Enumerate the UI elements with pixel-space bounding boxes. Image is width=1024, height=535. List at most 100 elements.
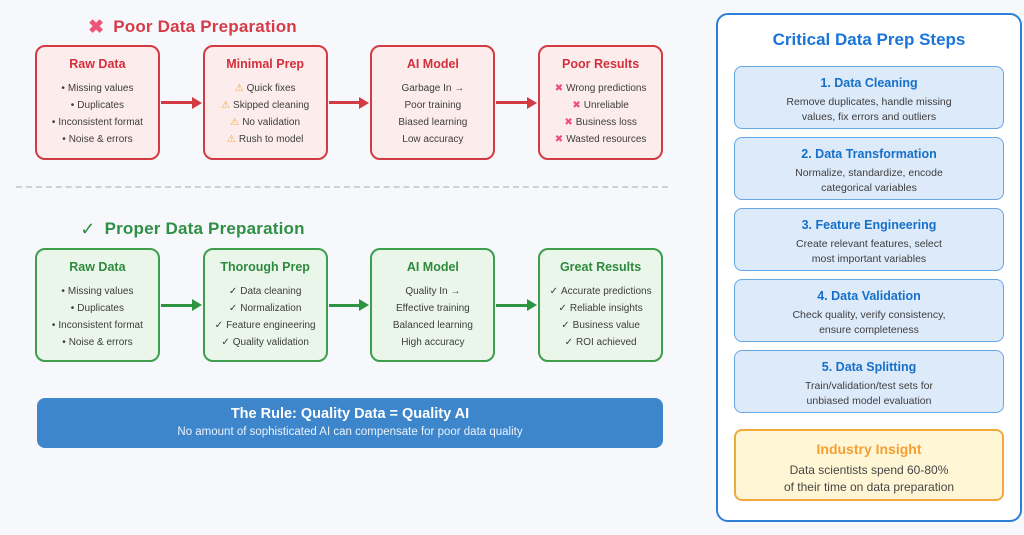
warning-icon [230,114,239,131]
list-item: Biased learning [398,117,468,128]
critical-steps-panel: Critical Data Prep Steps 1. Data Cleanin… [716,13,1022,522]
bullet-icon [62,334,66,351]
check-icon [561,317,569,334]
dashed-divider [16,186,668,188]
list-item: Normalization [205,300,326,317]
bullet-icon [62,131,66,148]
box-title: Great Results [559,260,642,274]
poor-ai-model-box: AI Model Garbage In → Poor training Bias… [370,45,496,160]
list-item: High accuracy [401,337,465,348]
step-title: 4. Data Validation [817,289,921,303]
great-results-box: Great Results Accurate predictions Relia… [538,248,663,362]
list-item: Effective training [395,303,470,314]
list-item: Quality validation [205,334,326,351]
check-icon [221,334,229,351]
box-title: Minimal Prep [226,57,305,71]
proper-flow-row: Raw Data Missing values Duplicates Incon… [35,248,663,362]
box-title: AI Model [406,57,459,71]
poor-raw-data-box: Raw Data Missing values Duplicates Incon… [35,45,160,160]
thorough-prep-box: Thorough Prep Data cleaning Normalizatio… [202,248,328,362]
bullet-icon [52,317,56,334]
box-title: AI Model [406,260,459,274]
rule-title: The Rule: Quality Data = Quality AI [230,406,470,422]
step-card-feature-engineering: 3. Feature Engineering Create relevant f… [734,208,1004,271]
step-card-data-transformation: 2. Data Transformation Normalize, standa… [734,137,1004,200]
step-card-data-splitting: 5. Data Splitting Train/validation/test … [734,350,1004,413]
list-item: Rush to model [205,131,326,148]
step-description: values, fix errors and outliers [801,110,937,123]
box-title: Thorough Prep [220,260,310,274]
list-item: Noise & errors [37,334,158,351]
list-item: Accurate predictions [540,283,661,300]
step-title: 3. Feature Engineering [801,218,937,232]
list-item: ROI achieved [540,334,661,351]
check-icon [550,283,558,300]
list-item: No validation [205,114,326,131]
step-title: 5. Data Splitting [821,360,917,374]
step-description: Normalize, standardize, encode [795,167,943,179]
x-mark-icon [555,131,563,148]
list-item: Balanced learning [392,320,473,331]
step-description: Train/validation/test sets for [805,380,933,392]
bullet-icon [61,283,65,300]
x-mark-icon [555,80,563,97]
list-item: Business loss [540,114,661,131]
x-mark-icon [572,97,580,114]
list-item: Duplicates [37,300,158,317]
minimal-prep-box: Minimal Prep Quick fixes Skipped cleanin… [202,45,328,160]
list-item: Data cleaning [205,283,326,300]
step-description: most important variables [811,252,927,265]
panel-title: Critical Data Prep Steps [772,30,966,49]
bullet-icon [61,80,65,97]
poor-results-box: Poor Results Wrong predictions Unreliabl… [538,45,663,160]
step-title: 1. Data Cleaning [820,76,918,90]
check-icon [215,317,223,334]
x-mark-icon [564,114,572,131]
list-item: Quality In → [405,286,461,297]
list-item: Garbage In → [401,83,465,94]
bullet-icon [71,97,75,114]
check-icon [229,283,237,300]
step-description: ensure completeness [819,323,919,336]
bullet-icon [71,300,75,317]
warning-icon [227,131,236,148]
check-icon [558,300,566,317]
step-description: unbiased model evaluation [806,394,932,407]
list-item: Quick fixes [205,80,326,97]
proper-flow-title: ✓Proper Data Preparation [0,219,385,240]
list-item: Business value [540,317,661,334]
flow-arrow [160,45,203,160]
list-item: Wasted resources [540,131,661,148]
list-item: Noise & errors [37,131,158,148]
warning-icon [221,97,230,114]
poor-flow-title: ✖Poor Data Preparation [0,16,385,39]
step-card-list: 1. Data Cleaning Remove duplicates, hand… [718,66,1020,413]
step-description: categorical variables [821,181,917,194]
check-icon [229,300,237,317]
list-item: Wrong predictions [540,80,661,97]
list-item: Low accuracy [402,134,464,145]
rule-banner: The Rule: Quality Data = Quality AI No a… [37,398,663,448]
list-item: Missing values [37,80,158,97]
proper-raw-data-box: Raw Data Missing values Duplicates Incon… [35,248,160,362]
list-item: Unreliable [540,97,661,114]
rule-subtitle: No amount of sophisticated AI can compen… [177,426,523,438]
insight-description: of their time on data preparation [783,480,955,494]
insight-description: Data scientists spend 60-80% [789,463,949,477]
list-item: Inconsistent format [37,114,158,131]
flow-arrow [495,45,538,160]
list-item: Poor training [404,100,462,111]
industry-insight-card: Industry Insight Data scientists spend 6… [734,429,1004,501]
step-description: Remove duplicates, handle missing [786,96,952,108]
flow-section: ✖Poor Data Preparation Raw Data Missing … [0,0,700,535]
step-description: Check quality, verify consistency, [792,309,946,321]
bullet-icon [52,114,56,131]
step-title: 2. Data Transformation [801,147,937,161]
box-title: Raw Data [69,57,126,71]
list-item: Duplicates [37,97,158,114]
box-title: Raw Data [69,260,126,274]
insight-title: Industry Insight [816,441,922,457]
flow-arrow [328,45,371,160]
x-mark-icon: ✖ [88,17,105,38]
